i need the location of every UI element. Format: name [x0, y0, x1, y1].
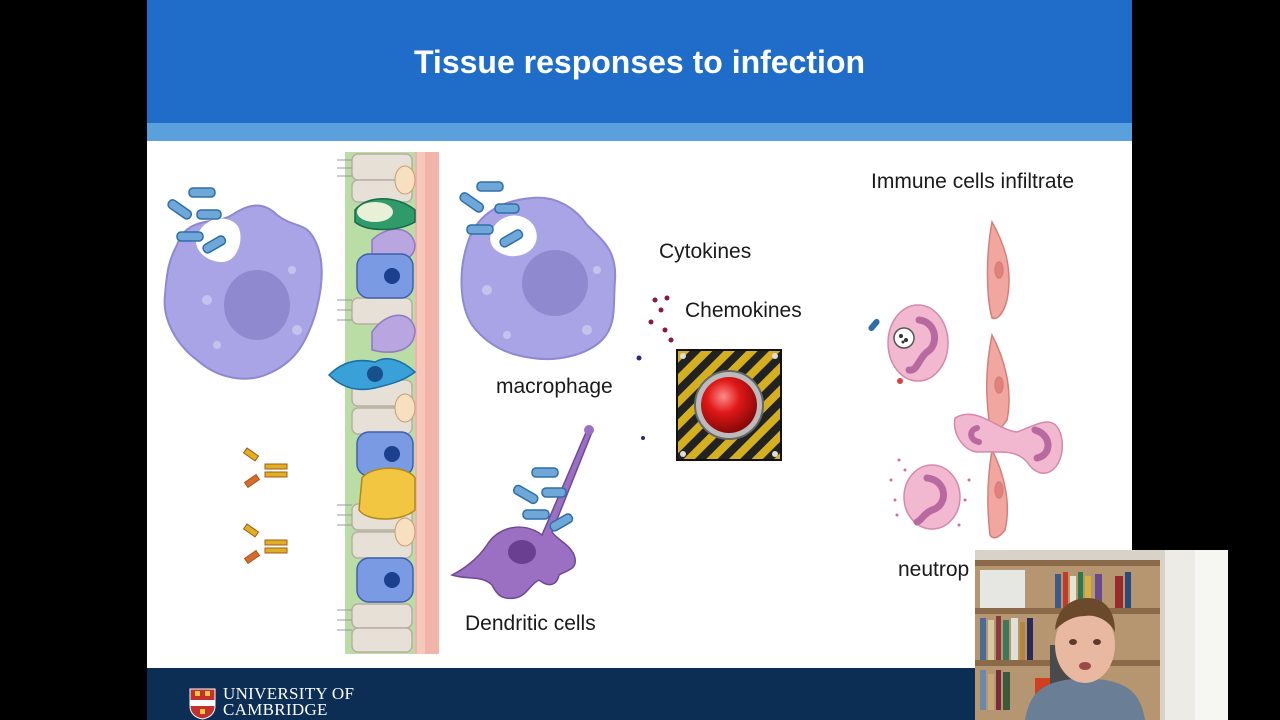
label-immune-cells-infiltrate: Immune cells infiltrate: [871, 170, 1075, 193]
label-macrophage: macrophage: [496, 375, 613, 398]
presentation-slide: Tissue responses to infection: [147, 0, 1132, 720]
label-cytokines: Cytokines: [659, 240, 752, 263]
slide-footer: [147, 668, 1132, 720]
university-line-2: CAMBRIDGE: [223, 700, 328, 719]
label-chemokines: Chemokines: [685, 299, 802, 322]
blood-vessel-cells: [986, 219, 1010, 539]
slide-header: [147, 0, 1132, 123]
slide-title: Tissue responses to infection: [413, 44, 866, 80]
epithelium-layer: [327, 152, 439, 654]
university-line-1: UNIVERSITY OF: [223, 684, 355, 703]
middle-macrophage: [459, 181, 617, 361]
university-crest-icon: [189, 688, 216, 720]
presenter-video-feed: [975, 550, 1228, 720]
header-stripe: [147, 123, 1132, 141]
dendritic-cell: [450, 425, 594, 600]
university-logo-text: UNIVERSITY OF CAMBRIDGE: [223, 684, 355, 719]
label-dendritic-cells: Dendritic cells: [465, 612, 596, 635]
cytokine-dots: [636, 295, 674, 440]
neutrophils: [868, 304, 1063, 530]
alarm-button-icon: [676, 349, 782, 461]
illustration: [163, 152, 1063, 654]
left-macrophage: [163, 187, 323, 380]
label-neutrophils: neutrop: [898, 558, 970, 581]
presenter-video-image: [975, 550, 1228, 720]
antibodies: [242, 447, 288, 565]
